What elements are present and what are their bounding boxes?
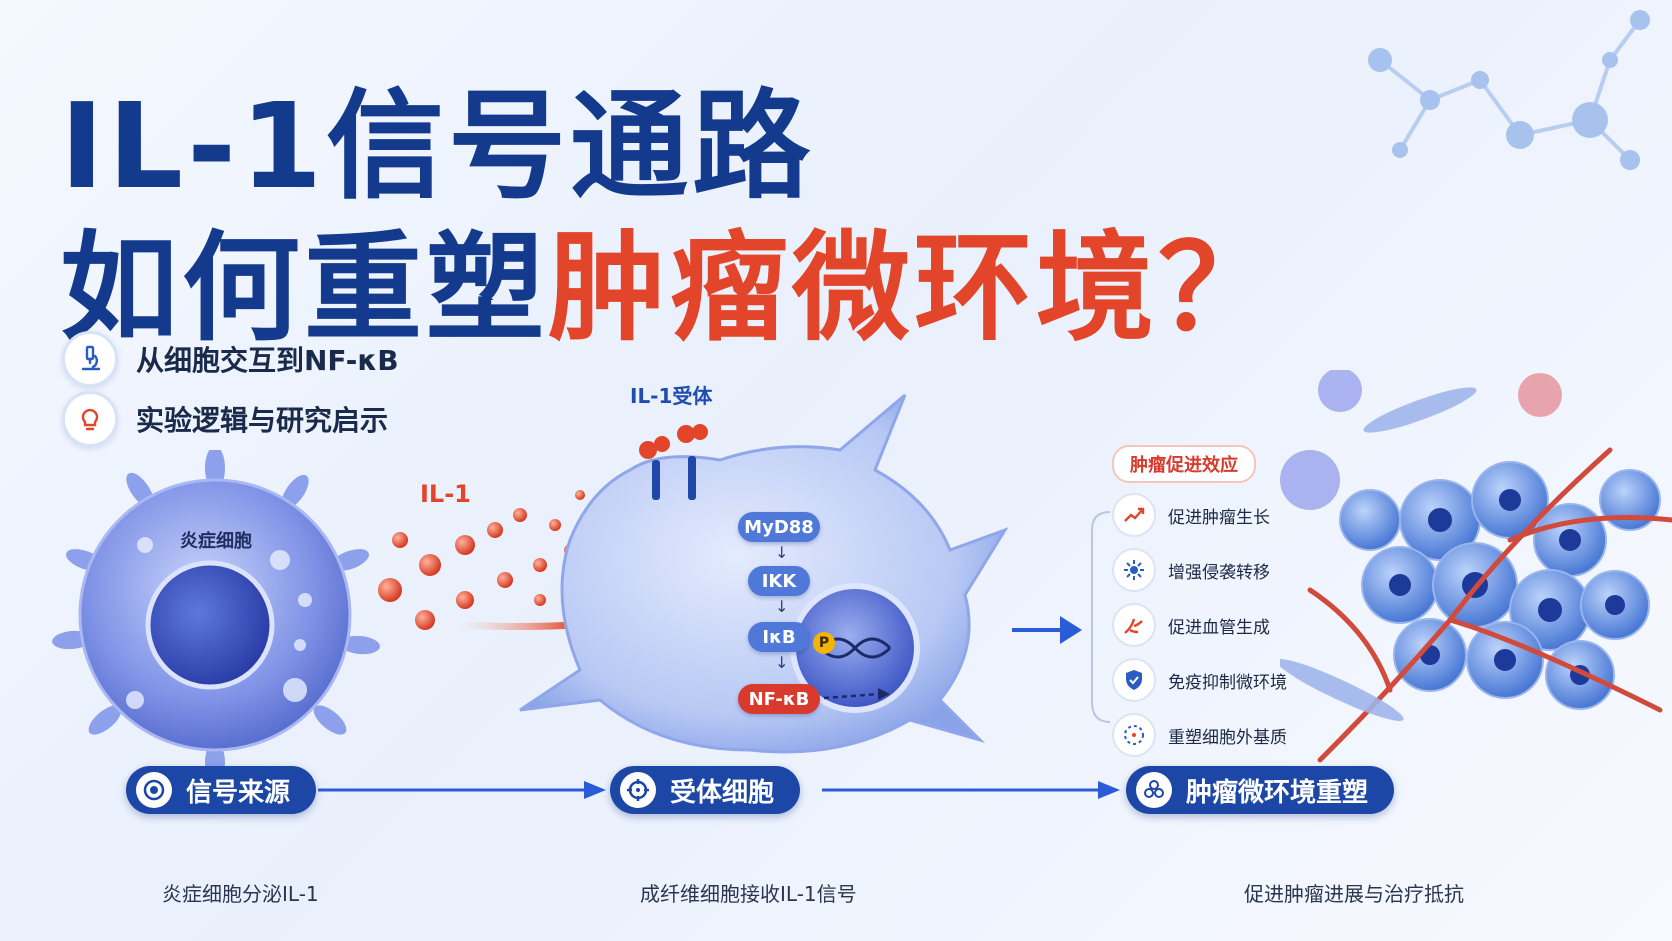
network-icon xyxy=(1136,772,1172,808)
effects-bracket xyxy=(1091,511,1111,723)
effect-item-1: 促进肿瘤生长 xyxy=(1112,493,1270,537)
bullet-1: 从细胞交互到NF-κB xyxy=(62,331,399,387)
down-arrow-icon: ↓ xyxy=(775,597,789,616)
bullet-2: 实验逻辑与研究启示 xyxy=(62,391,388,447)
matrix-icon xyxy=(1112,713,1156,757)
source-icon xyxy=(136,772,172,808)
arrow-to-effects xyxy=(1012,616,1082,644)
vessel-icon xyxy=(1112,603,1156,647)
flow-step-remodel-label: 肿瘤微环境重塑 xyxy=(1186,777,1369,808)
effects-title: 肿瘤促进效应 xyxy=(1112,445,1256,483)
page-title-line1: IL-1信号通路 xyxy=(60,77,815,215)
inflammatory-cell-illustration xyxy=(52,450,380,780)
ligand-label: IL-1 xyxy=(420,480,471,508)
bullet-1-text: 从细胞交互到NF-κB xyxy=(136,344,399,377)
target-icon xyxy=(620,772,656,808)
flow-arrow-1 xyxy=(318,781,606,799)
flow-step-receptor-label: 受体细胞 xyxy=(670,777,775,808)
flow-step-source-label: 信号来源 xyxy=(186,777,291,808)
tumor-microenvironment-illustration xyxy=(1280,370,1672,763)
receptor-label: IL-1受体 xyxy=(630,384,713,408)
metastasis-icon xyxy=(1112,548,1156,592)
effect-item-4: 免疫抑制微环境 xyxy=(1112,658,1287,702)
pathway-node-myd88: MyD88 xyxy=(738,512,820,542)
effect-text-4: 免疫抑制微环境 xyxy=(1168,672,1287,693)
down-arrow-icon: ↓ xyxy=(775,543,789,562)
effect-item-3: 促进血管生成 xyxy=(1112,603,1270,647)
effect-text-5: 重塑细胞外基质 xyxy=(1168,727,1287,748)
flow-step-receptor-desc: 成纤维细胞接收IL-1信号 xyxy=(640,882,857,906)
flow-step-source: 信号来源 xyxy=(126,766,317,814)
il1-receptor-icon xyxy=(639,424,708,500)
phospho-badge: P xyxy=(813,632,835,654)
flow-step-receptor: 受体细胞 xyxy=(610,766,801,814)
lightbulb-icon xyxy=(62,391,118,447)
effect-text-2: 增强侵袭转移 xyxy=(1168,562,1270,583)
effect-text-3: 促进血管生成 xyxy=(1168,617,1270,638)
inflammatory-cell-label: 炎症细胞 xyxy=(180,531,252,552)
flow-step-remodel: 肿瘤微环境重塑 xyxy=(1126,766,1395,814)
nucleus-arrow xyxy=(823,688,890,700)
pathway-node-ikk: IKK xyxy=(748,566,810,596)
title-part1: 如何重塑 xyxy=(60,219,549,357)
pathway-node-ikb: IκB xyxy=(748,622,810,652)
down-arrow-icon: ↓ xyxy=(775,653,789,672)
flow-arrow-2 xyxy=(822,781,1120,799)
flow-step-remodel-desc: 促进肿瘤进展与治疗抵抗 xyxy=(1244,882,1464,906)
effect-item-5: 重塑细胞外基质 xyxy=(1112,713,1287,757)
microscope-icon xyxy=(62,331,118,387)
effect-item-2: 增强侵袭转移 xyxy=(1112,548,1270,592)
il1-particles xyxy=(378,490,585,630)
molecule-decoration xyxy=(1368,10,1650,170)
pathway-node-nfkb: NF-κB xyxy=(738,684,820,714)
bullet-2-text: 实验逻辑与研究启示 xyxy=(136,404,389,437)
page-title-line2: 如何重塑肿瘤微环境？ xyxy=(60,192,1280,363)
effect-text-1: 促进肿瘤生长 xyxy=(1168,507,1270,528)
title-accent: 肿瘤微环境？ xyxy=(548,219,1281,357)
growth-chart-icon xyxy=(1112,493,1156,537)
shield-icon xyxy=(1112,658,1156,702)
flow-step-source-desc: 炎症细胞分泌IL-1 xyxy=(162,882,319,906)
